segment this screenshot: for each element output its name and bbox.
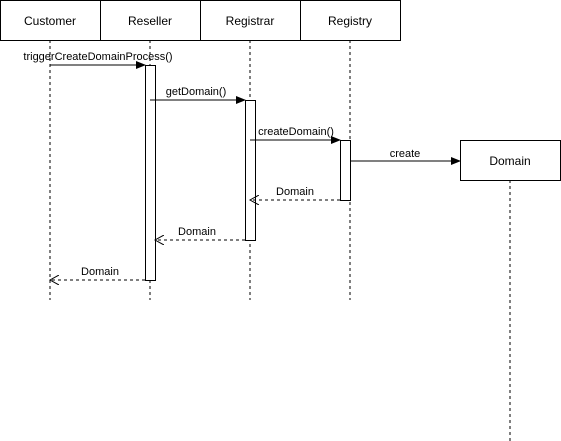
- activation-registrar: [245, 100, 256, 241]
- return-label-registry: Domain: [276, 186, 314, 198]
- participant-label-reseller: Reseller: [128, 14, 172, 28]
- return-label-registrar: Domain: [178, 226, 216, 238]
- created-object-label: Domain: [489, 154, 530, 168]
- activation-registry: [340, 140, 351, 201]
- message-label-get-domain: getDomain(): [166, 86, 227, 98]
- participant-label-registry: Registry: [328, 14, 372, 28]
- participant-box-customer: [0, 0, 101, 41]
- participant-label-registrar: Registrar: [226, 14, 275, 28]
- message-label-create-domain: createDomain(): [258, 126, 334, 138]
- message-label-trigger: triggerCreateDomainProcess(): [23, 51, 172, 63]
- created-object-domain: [460, 140, 561, 181]
- activation-reseller: [145, 65, 156, 281]
- participant-label-customer: Customer: [24, 14, 76, 28]
- participant-box-registrar: [200, 0, 301, 41]
- participant-box-registry: [300, 0, 401, 41]
- message-label-create: create: [390, 148, 421, 160]
- return-label-reseller: Domain: [81, 266, 119, 278]
